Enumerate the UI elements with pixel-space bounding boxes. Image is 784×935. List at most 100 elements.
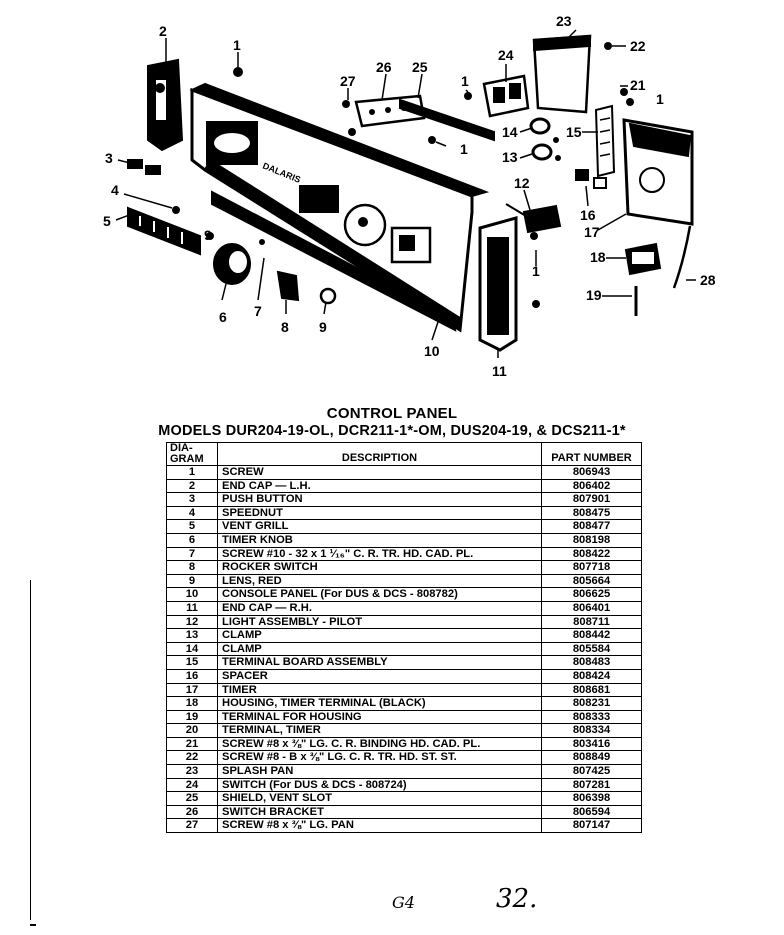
row-diagram-number: 14 (166, 641, 218, 657)
row-part-number: 808442 (541, 628, 642, 643)
rocker-switch-part (276, 270, 300, 302)
row-part-number: 808333 (541, 709, 642, 725)
callout-19: 19 (586, 287, 602, 303)
row-description: PUSH BUTTON (217, 492, 542, 507)
callout-1e: 1 (532, 263, 540, 279)
row-diagram-number: 6 (166, 532, 218, 548)
row-diagram-number: 17 (166, 682, 218, 698)
row-description: TIMER (217, 682, 542, 698)
row-description: SCREW #8 x ⅜" LG. C. R. BINDING HD. CAD.… (217, 736, 542, 752)
callout-13: 13 (502, 149, 518, 165)
row-diagram-number: 19 (166, 709, 218, 725)
row-description: TIMER KNOB (217, 532, 542, 548)
row-part-number: 806402 (541, 478, 642, 494)
clamp (529, 117, 551, 135)
row-part-number: 807425 (541, 764, 642, 779)
screw (233, 67, 243, 77)
callout-15: 15 (566, 124, 582, 140)
row-description: SCREW #10 - 32 x 1 ¹⁄₁₆" C. R. TR. HD. C… (217, 546, 542, 562)
callout-2: 2 (159, 23, 167, 39)
row-diagram-number: 5 (166, 519, 218, 534)
row-diagram-number: 22 (166, 750, 218, 766)
row-diagram-number: 1 (166, 465, 218, 480)
row-description: SPACER (217, 668, 542, 684)
row-diagram-number: 12 (166, 614, 218, 630)
callout-23: 23 (556, 13, 572, 29)
header-part-number: PART NUMBER (541, 442, 642, 466)
row-diagram-number: 24 (166, 777, 218, 793)
callout-27: 27 (340, 73, 356, 89)
models-subtitle: MODELS DUR204-19-OL, DCR211-1*-OM, DUS20… (158, 423, 626, 439)
row-description: END CAP — R.H. (217, 600, 542, 616)
row-description: SWITCH (For DUS & DCS - 808724) (217, 777, 542, 793)
row-description: CLAMP (217, 641, 542, 657)
row-diagram-number: 8 (166, 560, 218, 575)
header-description: DESCRIPTION (217, 442, 542, 466)
row-description: SCREW (217, 465, 542, 480)
push-button (127, 159, 143, 169)
callout-14: 14 (502, 124, 518, 140)
row-description: SCREW #8 - B x ⅜" LG. C. R. TR. HD. ST. … (217, 750, 542, 766)
row-description: CLAMP (217, 628, 542, 643)
header-diagram-line1: DIA- (170, 442, 193, 454)
callout-22: 22 (630, 38, 646, 54)
callout-1d: 1 (460, 141, 468, 157)
callout-8: 8 (281, 319, 289, 335)
callout-21: 21 (630, 77, 646, 93)
callout-24: 24 (498, 47, 514, 63)
row-diagram-number: 10 (166, 587, 218, 602)
row-description: LIGHT ASSEMBLY - PILOT (217, 614, 542, 630)
row-diagram-number: 4 (166, 505, 218, 521)
row-description: SCREW #8 x ⅜" LG. PAN (217, 818, 542, 834)
callout-1c: 1 (461, 73, 469, 89)
spacer (575, 169, 589, 181)
callout-10: 10 (424, 343, 440, 359)
callout-9: 9 (319, 319, 327, 335)
row-part-number: 807281 (541, 777, 642, 793)
row-part-number: 806594 (541, 804, 642, 820)
row-diagram-number: 3 (166, 492, 218, 507)
row-description: LENS, RED (217, 573, 542, 589)
callout-1: 1 (233, 37, 241, 53)
callout-5: 5 (103, 213, 111, 229)
row-diagram-number: 21 (166, 736, 218, 752)
row-part-number: 805584 (541, 641, 642, 657)
callout-17: 17 (584, 224, 600, 240)
row-part-number: 803416 (541, 736, 642, 752)
vent-slot-shield (399, 98, 495, 142)
timer-terminal-wire (672, 225, 692, 289)
row-part-number: 807147 (541, 818, 642, 834)
callout-4: 4 (111, 182, 119, 198)
row-part-number: 808334 (541, 723, 642, 738)
row-diagram-number: 26 (166, 804, 218, 820)
row-part-number: 808477 (541, 519, 642, 534)
callout-1b: 1 (656, 91, 664, 107)
row-description: SHIELD, VENT SLOT (217, 791, 542, 806)
callout-28: 28 (700, 272, 716, 288)
callout-7: 7 (254, 303, 262, 319)
handwritten-note-left: G4 (392, 893, 415, 912)
row-diagram-number: 11 (166, 600, 218, 616)
table-header-row: DIA-GRAM DESCRIPTION PART NUMBER (166, 442, 642, 466)
row-description: HOUSING, TIMER TERMINAL (BLACK) (217, 696, 542, 711)
callout-25: 25 (412, 59, 428, 75)
callout-18: 18 (590, 249, 606, 265)
callout-16: 16 (580, 207, 596, 223)
light-assembly-pilot (522, 204, 562, 234)
